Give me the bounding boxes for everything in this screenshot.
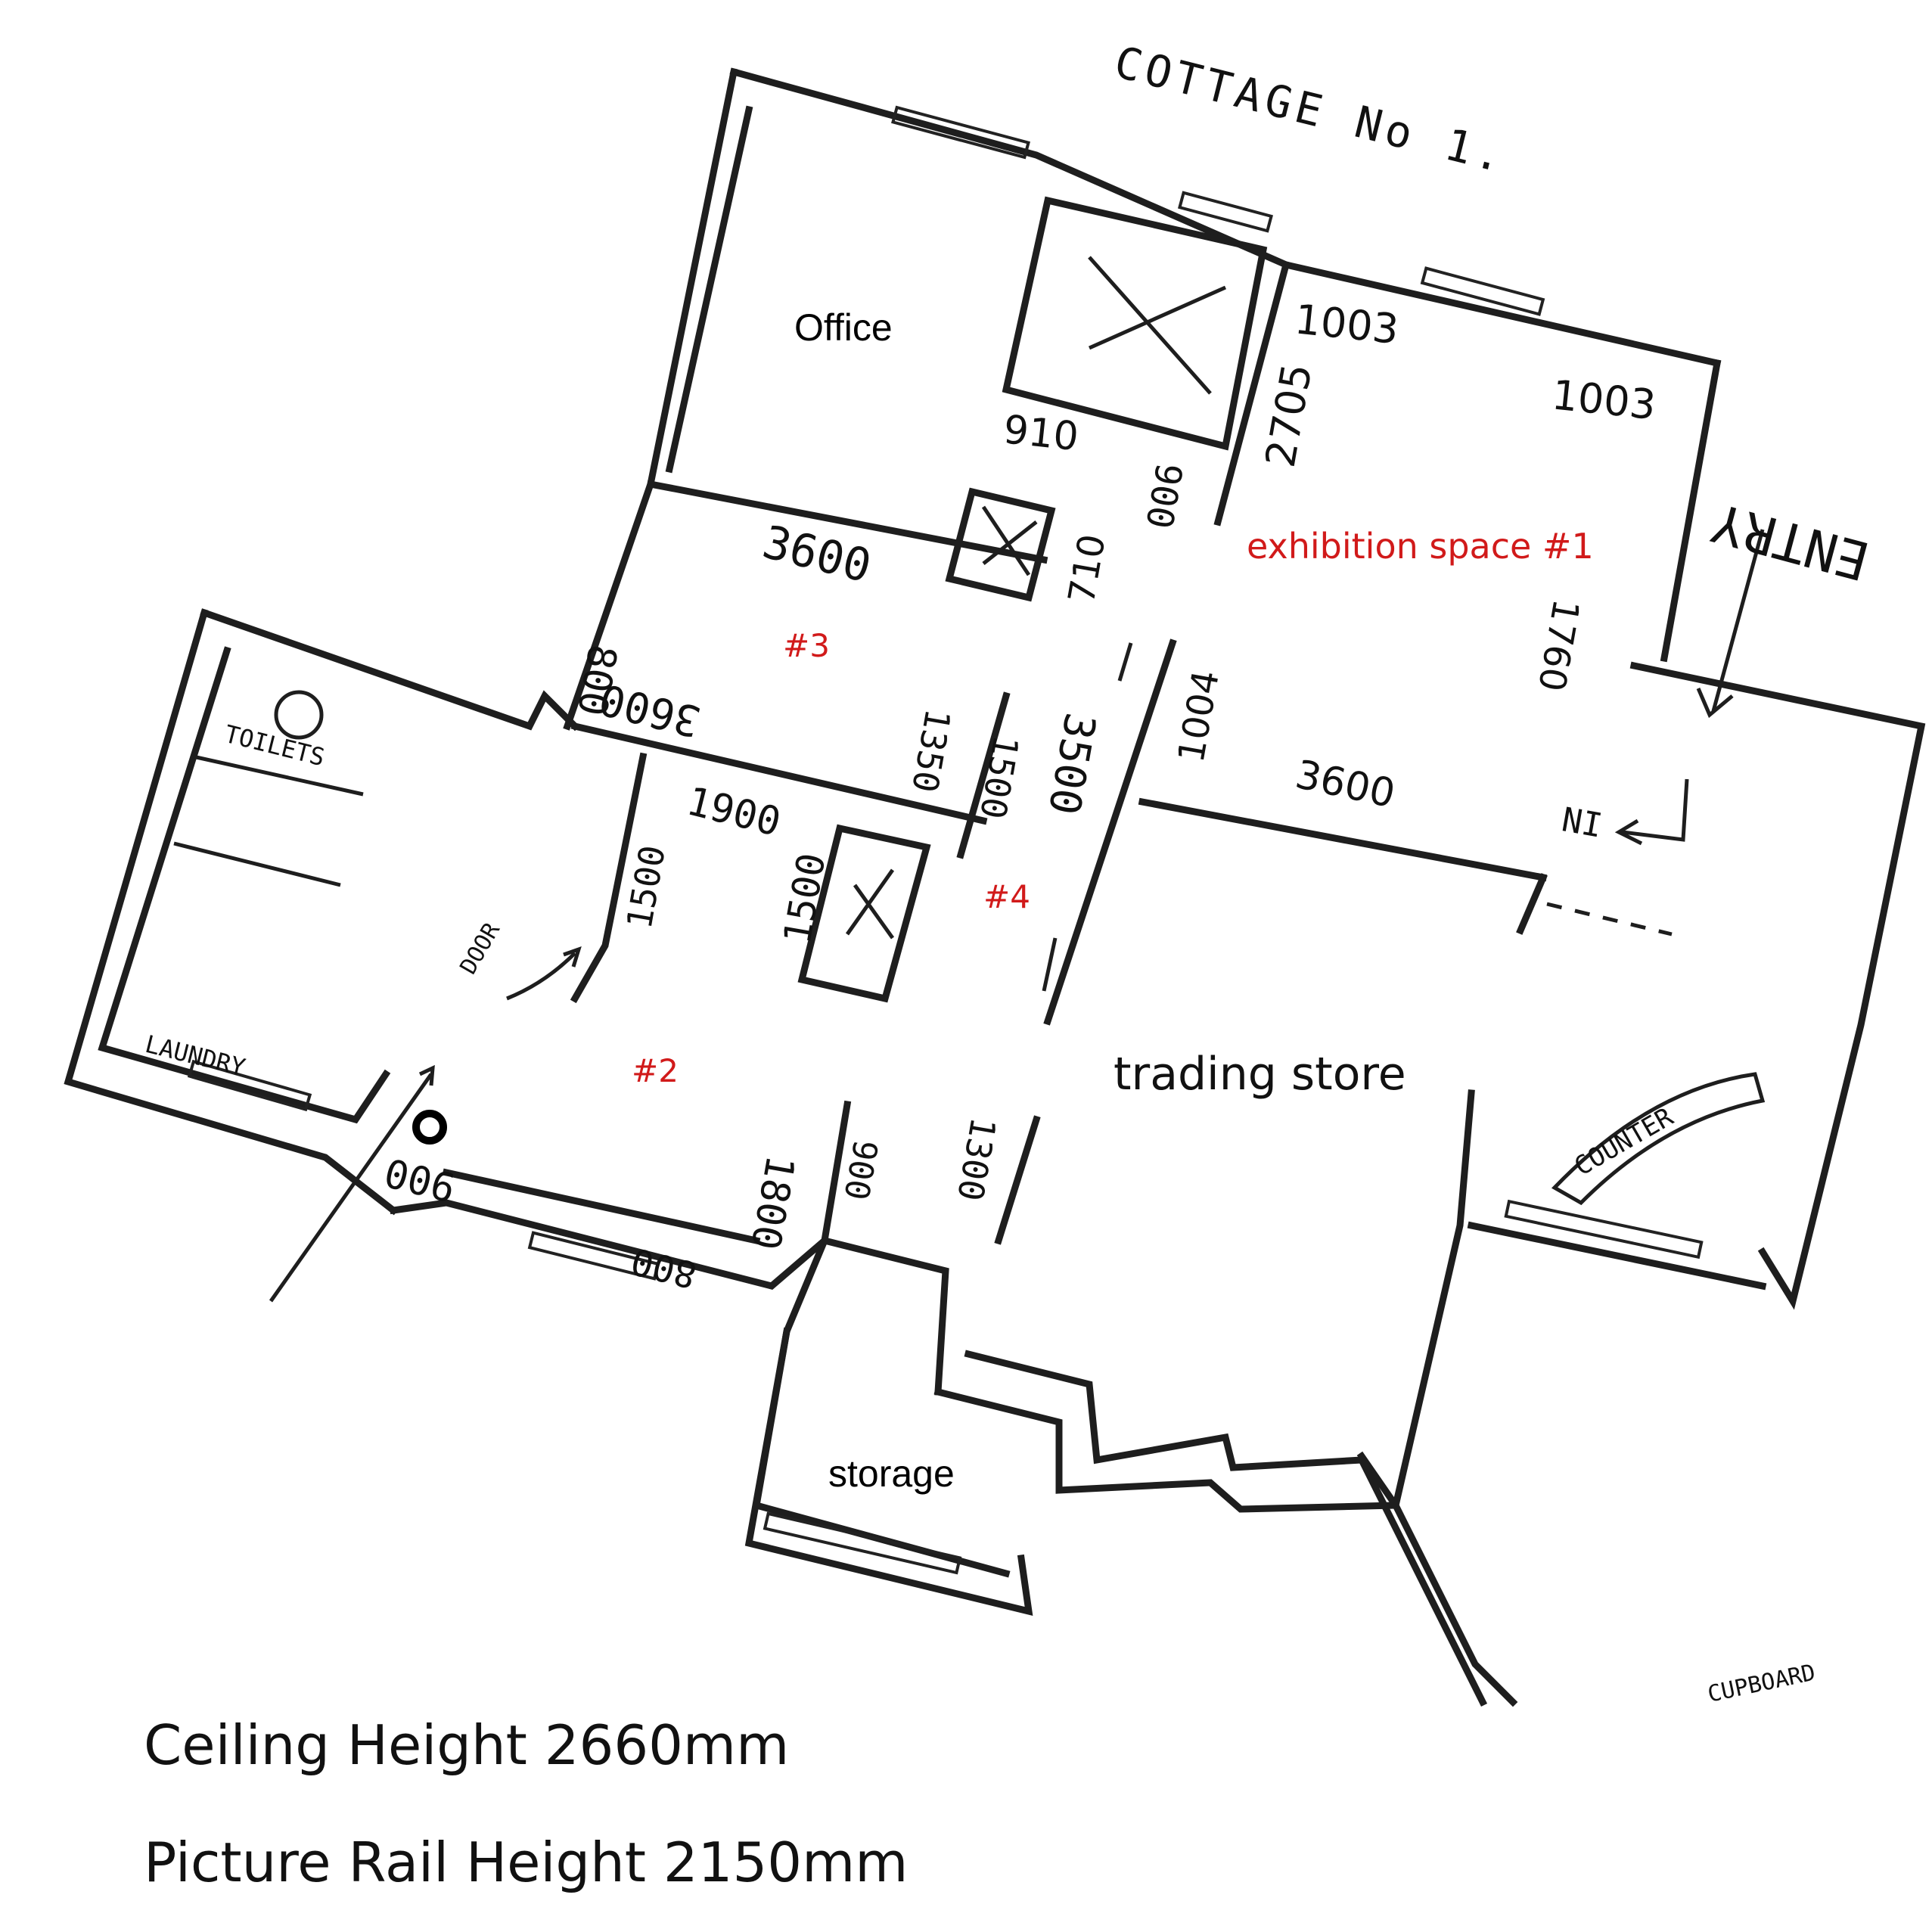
dim-1800: 1800 (741, 1152, 803, 1253)
wall-cupboard-side-2 (1390, 1500, 1518, 1707)
window-2 (1178, 191, 1273, 233)
wall-partition-5 (1213, 260, 1291, 526)
room-space-2: #2 (632, 1052, 679, 1089)
dim-2705: 2705 (1256, 360, 1322, 471)
wall-office-west (563, 67, 738, 731)
dim-710: 710 (1061, 531, 1114, 607)
wall-partition-7 (570, 752, 648, 1004)
wall-trading-south-2 (933, 1387, 1399, 1513)
door-swing-head (563, 946, 582, 968)
room-office: Office (794, 306, 893, 349)
cross-2a (981, 505, 1031, 576)
wall-exhibition-west (1516, 873, 1548, 935)
wall-storage (820, 1236, 949, 1396)
counter-dashed (1546, 902, 1673, 936)
wall-partition-9 (994, 1115, 1041, 1245)
room-trading-store: trading store (1114, 1048, 1406, 1101)
wall-partition-3 (1138, 797, 1548, 882)
dim-800-b: 800 (627, 1239, 701, 1296)
wall-partition-2 (646, 480, 1048, 564)
window-4 (527, 1231, 660, 1281)
arrow-3500-up (1117, 642, 1133, 682)
dim-1900: 1900 (682, 778, 785, 846)
room-space-3: #3 (783, 627, 830, 664)
room-exhibition-space-1: exhibition space #1 (1247, 526, 1594, 567)
in-arrow (1622, 778, 1689, 842)
toilet-partition-2 (173, 841, 341, 887)
counter-outline (1551, 1072, 1766, 1206)
wall-laundry-west (64, 608, 399, 1216)
dim-1003-b: 1003 (1550, 371, 1658, 429)
room-storage: storage (828, 1452, 955, 1495)
wall-storage-outer (744, 1236, 1033, 1616)
wall-laundry-outer (200, 608, 580, 731)
wardrobe-box-2 (945, 487, 1056, 602)
wall-laundry-inner (98, 646, 391, 1124)
arrow-3500-down (1042, 937, 1058, 992)
window-6 (1504, 1199, 1704, 1260)
label-counter: COUNTER (1570, 1101, 1679, 1182)
toilet-bowl (274, 690, 324, 740)
dim-900-a: 900 (1137, 460, 1190, 532)
wall-trading-south (964, 1350, 1365, 1471)
toilet-partition-1 (192, 754, 364, 797)
dim-3600-c: 3600 (1291, 752, 1399, 817)
entry-arrow-east-head (1696, 688, 1734, 719)
room-space-4: #4 (983, 878, 1030, 915)
dim-1500-c: 1500 (775, 850, 834, 947)
entry-arrow-line (269, 1073, 433, 1303)
downpipe (412, 1110, 447, 1145)
wall-inner-office (665, 105, 753, 474)
dim-1500-b: 1500 (619, 842, 673, 931)
wall-office-north (729, 67, 1722, 368)
wall-trading-east (1356, 1089, 1475, 1514)
dim-900-b: 900 (380, 1148, 461, 1210)
window-5 (763, 1511, 962, 1575)
entry-arrow-head (418, 1064, 435, 1086)
cross-2b (982, 520, 1038, 565)
window-1 (891, 105, 1030, 160)
wardrobe-box-1 (1002, 196, 1268, 451)
dim-1003-a: 1003 (1293, 295, 1401, 353)
cross-3b (845, 868, 895, 936)
wall-south-west-2 (442, 1168, 761, 1245)
label-door: DOOR (455, 918, 506, 979)
dim-1300: 1300 (949, 1114, 1004, 1204)
window-7 (187, 1059, 312, 1112)
label-entry: ENTRY (1706, 491, 1876, 592)
entry-arrow-east (1711, 529, 1765, 712)
in-arrow-head (1614, 818, 1643, 846)
dim-1500-a: 1500 (972, 732, 1027, 822)
dim-910: 910 (1002, 407, 1081, 460)
cross-1a (1088, 256, 1212, 395)
ceiling-height-note: Ceiling Height 2660mm (144, 1713, 790, 1777)
room-toilets: TOILETS (222, 719, 328, 772)
wall-cupboard-side (1356, 1455, 1488, 1707)
wall-south-west (389, 1199, 830, 1290)
walls (64, 67, 1926, 1707)
dim-1350: 1350 (904, 706, 958, 795)
dim-3500: 3500 (1039, 710, 1104, 818)
wall-partition-1 (570, 722, 988, 825)
wall-partition-6 (956, 691, 1011, 859)
plan-title: COTTAGE No 1. (1110, 36, 1513, 184)
wall-partition-8 (820, 1100, 852, 1245)
dim-1004: 1004 (1170, 667, 1228, 766)
cross-1b (1088, 285, 1227, 350)
wall-east-exhibition (1660, 359, 1722, 663)
label-cupboard: CUPBOARD (1705, 1660, 1818, 1708)
label-in: IN (1559, 798, 1605, 843)
door-swing-arrow (506, 952, 576, 1001)
picture-rail-height-note: Picture Rail Height 2150mm (144, 1831, 909, 1894)
wall-east-entry (1629, 661, 1926, 1310)
cross-3a (853, 884, 895, 940)
wall-counter-south (1467, 1221, 1767, 1291)
wardrobe-box-3 (797, 824, 931, 1003)
dim-1760: 1760 (1530, 596, 1587, 694)
wall-partition-4 (1043, 638, 1177, 1026)
window-3 (1420, 266, 1545, 316)
